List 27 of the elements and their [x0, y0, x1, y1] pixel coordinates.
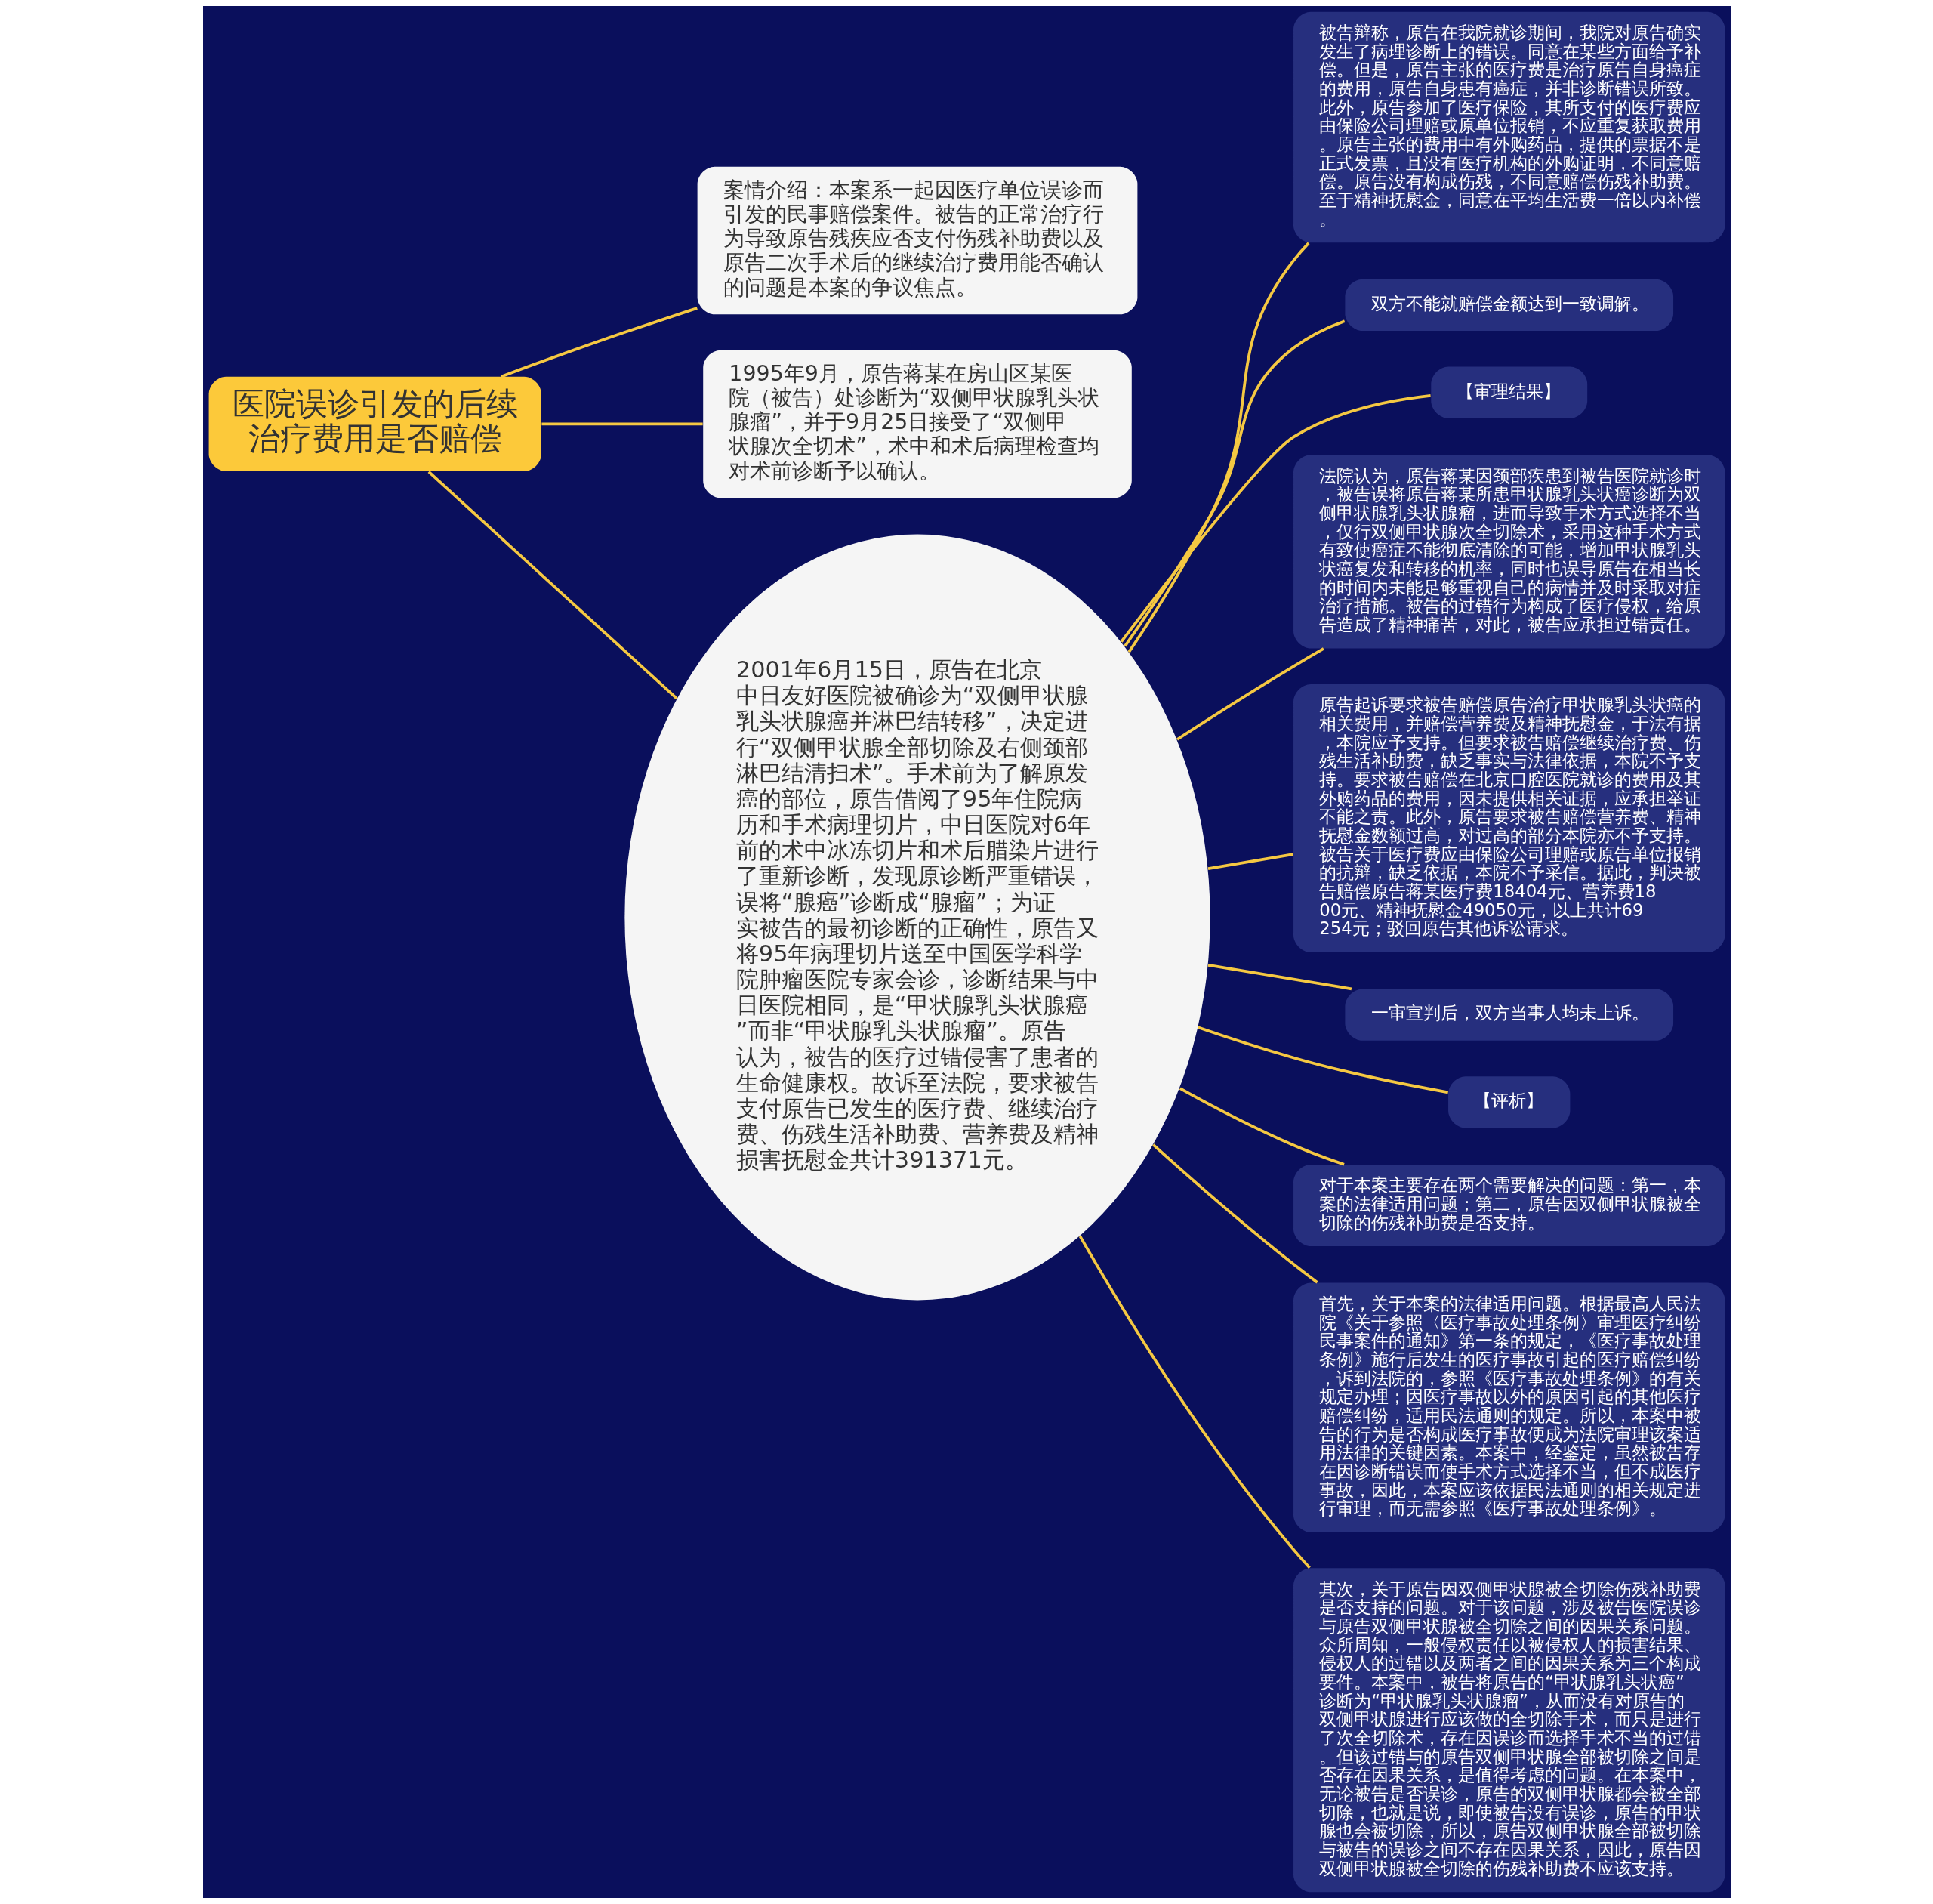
node-box: 对于本案主要存在两个需要解决的问题：第一，本案的法律适用问题；第二，原告因双侧甲状腺被全切除的伤残补助费是否支持。 — [1293, 1164, 1725, 1247]
node-box: 【评析】 — [1447, 1076, 1570, 1128]
connector — [541, 422, 703, 426]
node-box: 双方不能就赔偿金额达到一致调解。 — [1344, 279, 1673, 332]
node-box: 【审理结果】 — [1430, 366, 1587, 418]
connector — [1176, 647, 1324, 741]
connector — [1120, 393, 1431, 643]
node-box: 原告起诉要求被告赔偿原告治疗甲状腺乳头状癌的相关费用，并赔偿营养费及精神抚慰金，于法有据，本院应予支持。但要求被告赔偿继续治疗费、伤残生活补助费，缺乏事实与法律依据，本院不予支持。要求被告赔偿在北京口腔医院就诊的费用及其外购药品的费用，因未提供相关证据，应承担举证不能之责。此外，原告要求被告赔偿营养费、精神抚慰金数额过高，对过高的部分本院亦不予支持。被告关于医疗费应由保险公司理赔或原告单位报销的抗辩，缺乏依据，本院不予采信。据此，判决被告赔偿原告蒋某医疗费18404元、营养费1800元、精神抚慰金49050元，以上共计69254元；驳回原告其他诉讼请求。 — [1293, 684, 1725, 952]
connector — [1151, 1143, 1318, 1284]
node-box: 其次，关于原告因双侧甲状腺被全切除伤残补助费是否支持的问题。对于该问题，涉及被告医院误诊与原告双侧甲状腺被全切除之间的因果关系问题。众所周知，一般侵权责任以被侵权人的损害结果、侵权人的过错以及两者之间的因果关系为三个构成要件。本案中，被告将原告的“甲状腺乳头状癌”诊断为“甲状腺乳头状腺瘤”，从而没有对原告的双侧甲状腺进行应该做的全切除手术，而只是进行了次全切除术，存在因误诊而选择手术不当的过错。但该过错与的原告双侧甲状腺全部被切除之间是否存在因果关系，是值得考虑的问题。在本案中，无论被告是否误诊，原告的双侧甲状腺都会被全部切除，也就是说，即使被告没有误诊，原告的甲状腺也会被切除，所以，原告双侧甲状腺全部被切除与被告的误诊之间不存在因果关系，因此，原告因双侧甲状腺被全切除的伤残补助费不应该支持。 — [1293, 1568, 1725, 1893]
connector — [427, 471, 678, 700]
node-box: 法院认为，原告蒋某因颈部疾患到被告医院就诊时，被告误将原告蒋某所患甲状腺乳头状癌诊断为双侧甲状腺乳头状腺瘤，进而导致手术方式选择不当，仅行双侧甲状腺次全切除术，采用这种手术方式有致使癌症不能彻底清除的可能，增加甲状腺乳头状癌复发和转移的机率，同时也误导原告在相当长的时间内未能足够重视自己的病情并及时采取对症治疗措施。被告的过错行为构成了医疗侵权，给原告造成了精神痛苦，对此，被告应承担过错责任。 — [1293, 455, 1725, 649]
connector — [1123, 319, 1345, 647]
node-ellipse: 2001年6月15日，原告在北京中日友好医院被确诊为“双侧甲状腺乳头状腺癌并淋巴结转移”，决定进行“双侧甲状腺全部切除及右侧颈部淋巴结清扫术”。手术前为了解原发癌的部位，原告借阅了95年住院病历和手术病理切片，中日医院对6年前的术中冰冻切片和术后腊染片进行了重新诊断，发现原诊断严重错误，误将“腺癌”诊断成“腺瘤”；为证实被告的最初诊断的正确性，原告又将95年病理切片送至中国医学科学院肿瘤医院专家会诊，诊断结果与中日医院相同，是“甲状腺乳头状腺癌”而非“甲状腺乳头状腺瘤”。原告认为，被告的医疗过错侵害了患者的生命健康权。故诉至法院，要求被告支付原告已发生的医疗费、继续治疗费、伤残生活补助费、营养费及精神损害抚慰金共计391371元。 — [624, 534, 1210, 1301]
connector — [1127, 242, 1309, 653]
node-box: 案情介绍：本案系一起因医疗单位误诊而引发的民事赔偿案件。被告的正常治疗行为导致原告残疾应否支付伤残补助费以及原告二次手术后的继续治疗费用能否确认的问题是本案的争议焦点。 — [697, 166, 1137, 315]
connector — [1179, 1087, 1345, 1166]
connector — [1207, 964, 1352, 991]
node-box: 医院误诊引发的后续治疗费用是否赔偿 — [208, 376, 541, 472]
connector — [1207, 853, 1293, 870]
connector — [500, 307, 698, 378]
connector — [1197, 1026, 1448, 1094]
node-box: 首先，关于本案的法律适用问题。根据最高人民法院《关于参照〈医疗事故处理条例〉审理医疗纠纷民事案件的通知》第一条的规定，《医疗事故处理条例》施行后发生的医疗事故引起的医疗赔偿纠纷，诉到法院的，参照《医疗事故处理条例》的有关规定办理；因医疗事故以外的原因引起的其他医疗赔偿纠纷，适用民法通则的规定。所以，本案中被告的行为是否构成医疗事故便成为法院审理该案适用法律的关键因素。本案中，经鉴定，虽然被告存在因诊断错误而使手术方式选择不当，但不成医疗事故，因此，本案应该依据民法通则的相关规定进行审理，而无需参照《医疗事故处理条例》。 — [1293, 1282, 1725, 1532]
connector — [1078, 1235, 1311, 1569]
node-box: 被告辩称，原告在我院就诊期间，我院对原告确实发生了病理诊断上的错误。同意在某些方面给予补偿。但是，原告主张的医疗费是治疗原告自身癌症的费用，原告自身患有癌症，并非诊断错误所致。此外，原告参加了医疗保险，其所支付的医疗费应由保险公司理赔或原单位报销，不应重复获取费用。原告主张的费用中有外购药品，提供的票据不是正式发票，且没有医疗机构的外购证明，不同意赔偿。原告没有构成伤残，不同意赔偿伤残补助费。至于精神抚慰金，同意在平均生活费一倍以内补偿。 — [1293, 11, 1725, 243]
node-box: 一审宣判后，双方当事人均未上诉。 — [1344, 989, 1673, 1041]
node-box: 1995年9月，原告蒋某在房山区某医院（被告）处诊断为“双侧甲状腺乳头状腺瘤”，并于9月25日接受了“双侧甲状腺次全切术”，术中和术后病理检查均对术前诊断予以确认。 — [702, 350, 1132, 498]
